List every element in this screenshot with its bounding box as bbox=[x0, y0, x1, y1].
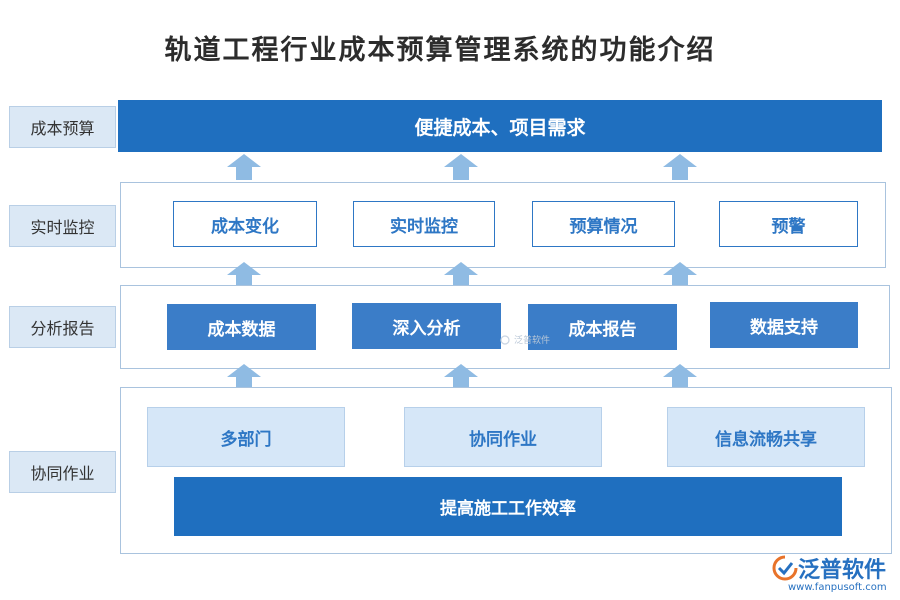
brand-logo: 泛普软件 www.fanpusoft.com bbox=[772, 552, 894, 598]
collab-item-info-sharing: 信息流畅共享 bbox=[667, 407, 865, 467]
up-arrow-icon bbox=[663, 364, 697, 390]
collab-item-multi-dept: 多部门 bbox=[147, 407, 345, 467]
up-arrow-icon bbox=[663, 262, 697, 288]
up-arrow-icon bbox=[444, 364, 478, 390]
side-label-report: 分析报告 bbox=[9, 306, 116, 348]
up-arrow-icon bbox=[444, 262, 478, 288]
side-label-monitor: 实时监控 bbox=[9, 205, 116, 247]
monitor-item-alert: 预警 bbox=[719, 201, 858, 247]
report-item-cost-report: 成本报告 bbox=[528, 304, 677, 350]
monitor-item-cost-change: 成本变化 bbox=[173, 201, 317, 247]
up-arrow-icon bbox=[663, 154, 697, 180]
monitor-item-realtime: 实时监控 bbox=[353, 201, 495, 247]
watermark-text: 泛普软件 bbox=[514, 336, 551, 346]
watermark: 泛普软件 bbox=[500, 333, 550, 346]
up-arrow-icon bbox=[444, 154, 478, 180]
monitor-item-budget: 预算情况 bbox=[532, 201, 675, 247]
collab-efficiency-bar: 提高施工工作效率 bbox=[174, 477, 842, 536]
up-arrow-icon bbox=[227, 364, 261, 390]
report-item-cost-data: 成本数据 bbox=[167, 304, 316, 350]
up-arrow-icon bbox=[227, 154, 261, 180]
brand-name: 泛普软件 bbox=[798, 558, 887, 583]
diagram-title: 轨道工程行业成本预算管理系统的功能介绍 bbox=[164, 35, 716, 66]
report-item-data-support: 数据支持 bbox=[710, 302, 858, 348]
report-item-analysis: 深入分析 bbox=[352, 303, 501, 349]
top-bar: 便捷成本、项目需求 bbox=[118, 100, 882, 152]
up-arrow-icon bbox=[227, 262, 261, 288]
brand-logo-icon bbox=[772, 555, 798, 581]
side-label-collab: 协同作业 bbox=[9, 451, 116, 493]
side-label-budget: 成本预算 bbox=[9, 106, 116, 148]
collab-item-teamwork: 协同作业 bbox=[404, 407, 602, 467]
brand-url: www.fanpusoft.com bbox=[788, 582, 887, 593]
